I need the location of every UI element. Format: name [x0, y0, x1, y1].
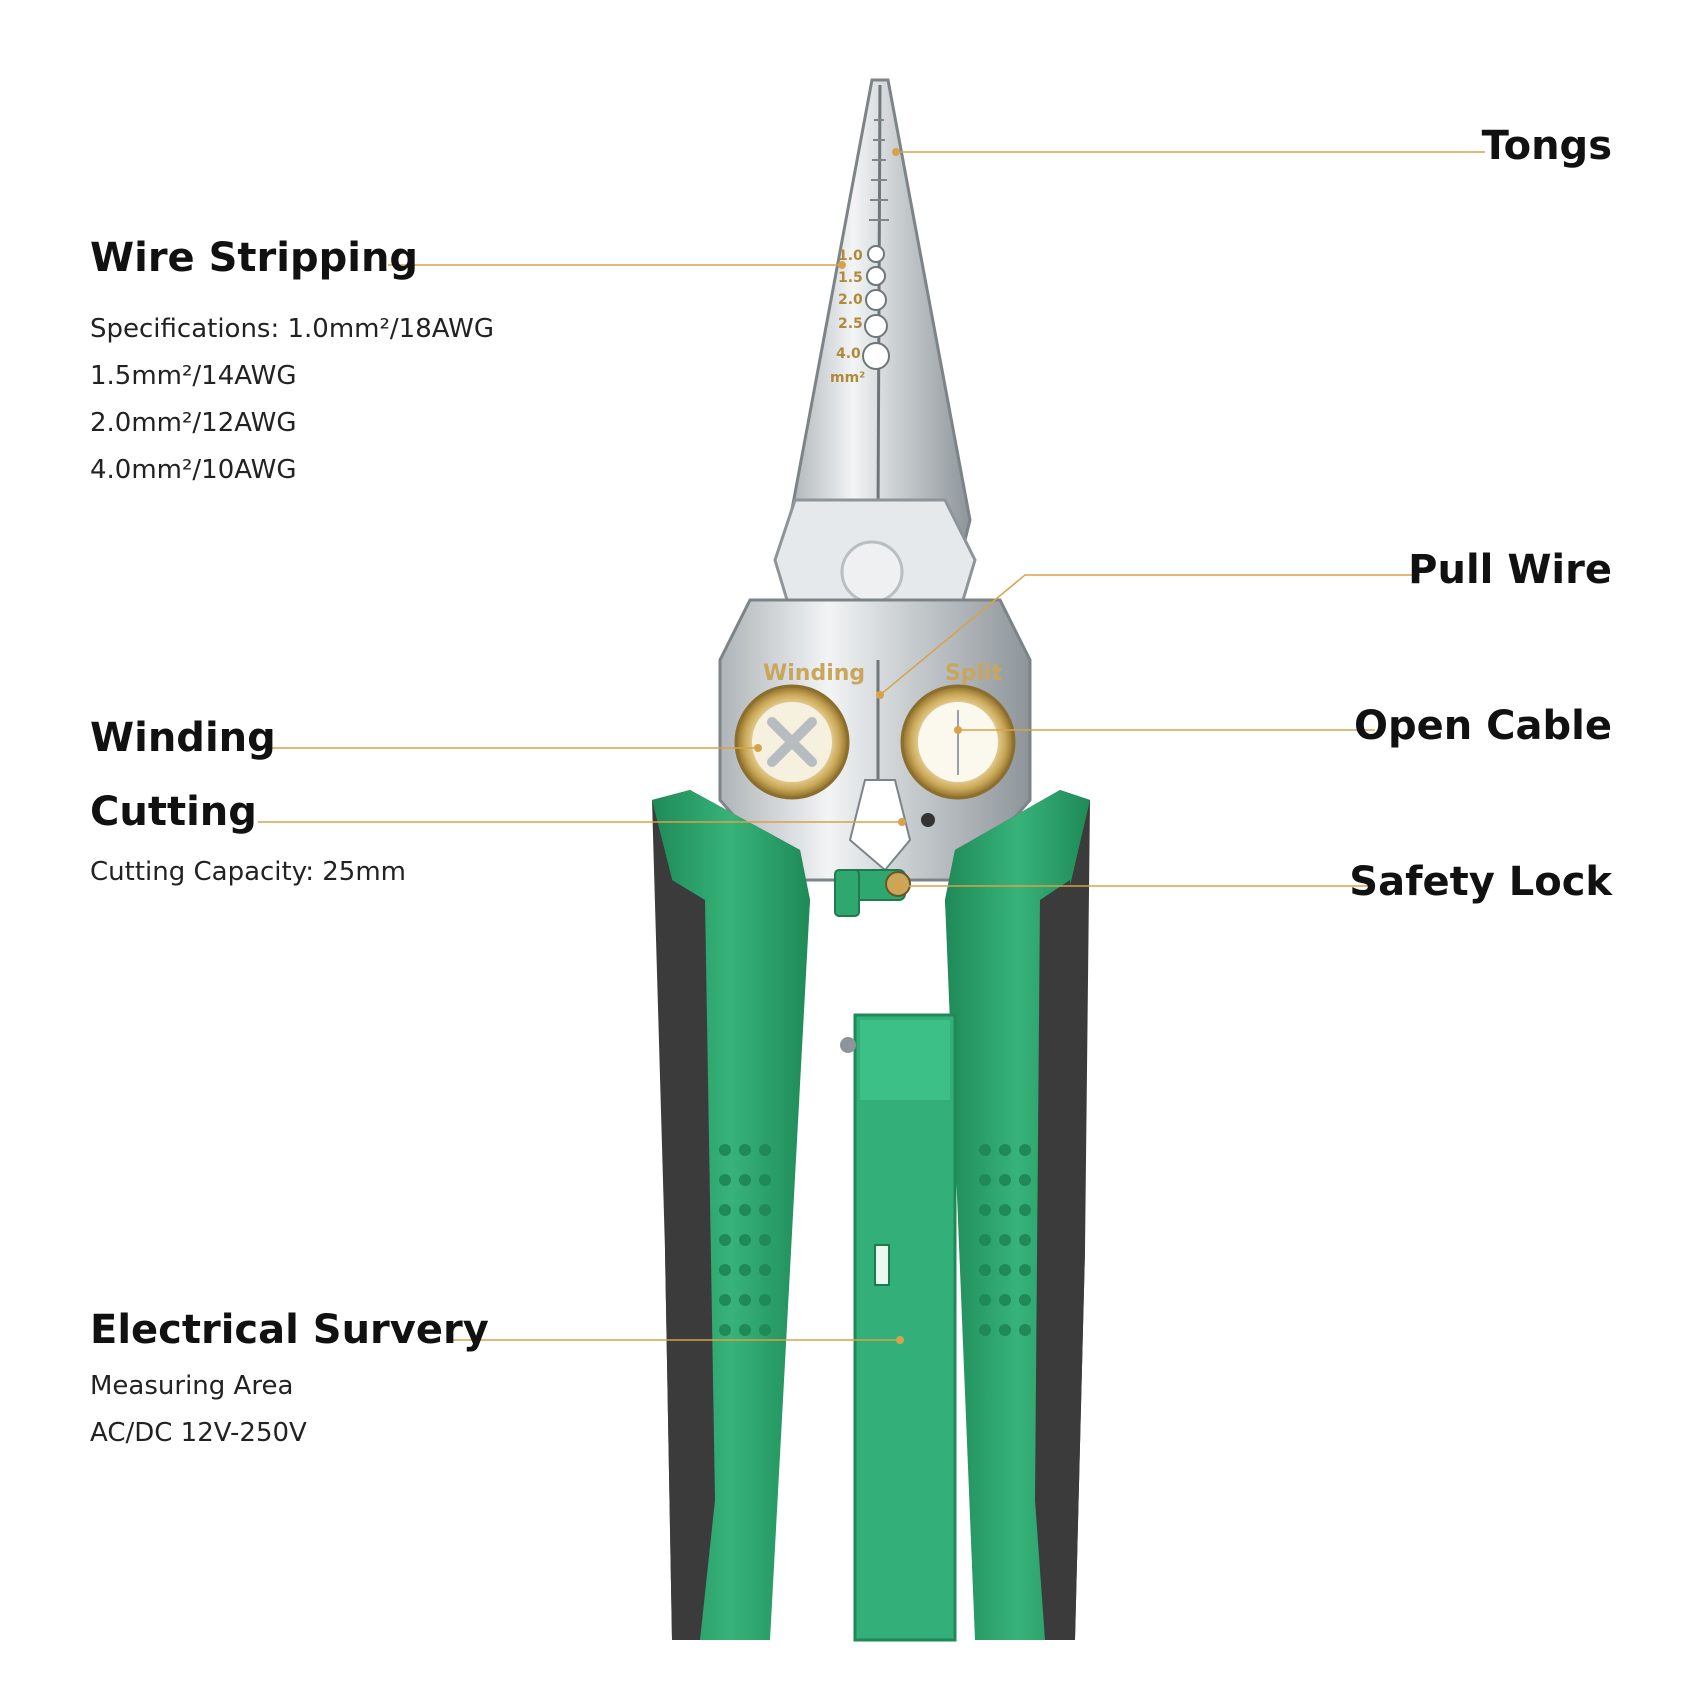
gauge-unit: mm² — [830, 370, 865, 386]
pull-wire-title: Pull Wire — [1408, 547, 1612, 593]
cutter-notch — [848, 779, 912, 872]
electrical-survey-desc-1: Measuring Area — [90, 1371, 294, 1401]
gauge-2-0: 2.0 — [838, 292, 863, 308]
head-rivet — [921, 813, 935, 827]
wire-stripping-spec-4: 4.0mm²/10AWG — [90, 455, 297, 485]
open-cable-title: Open Cable — [1354, 703, 1612, 749]
cutting-desc: Cutting Capacity: 25mm — [90, 857, 406, 887]
gauge-2-5: 2.5 — [838, 316, 863, 332]
wire-stripping-spec-2: 1.5mm²/14AWG — [90, 361, 297, 391]
right-grip-dots — [979, 1144, 1031, 1336]
leader-pull-wire — [879, 574, 1420, 696]
safety-lock-title: Safety Lock — [1349, 859, 1612, 905]
pivot-screw — [840, 540, 904, 604]
winding-ring — [734, 684, 850, 800]
gauge-1-5: 1.5 — [838, 270, 863, 286]
tongs-title: Tongs — [1481, 123, 1612, 169]
nose-teeth — [869, 119, 889, 221]
wire-stripping-title: Wire Stripping — [90, 235, 419, 281]
wire-stripping-spec-1: Specifications: 1.0mm²/18AWG — [90, 314, 494, 344]
gauge-1-0: 1.0 — [838, 248, 863, 264]
right-handle — [945, 790, 1090, 1640]
left-handle — [652, 790, 810, 1640]
leader-endpoints — [754, 148, 962, 1344]
leader-lines — [258, 151, 1485, 1341]
stripping-holes — [862, 245, 890, 370]
cutting-title: Cutting — [90, 789, 257, 835]
gauge-4-0: 4.0 — [836, 346, 861, 362]
voltage-tester — [840, 1013, 957, 1642]
electrical-survey-title: Electrical Survery — [90, 1307, 489, 1353]
winding-marking: Winding — [763, 661, 865, 686]
split-marking: Split — [945, 661, 1003, 686]
electrical-survey-desc-2: AC/DC 12V-250V — [90, 1418, 307, 1448]
left-grip-dots — [719, 1144, 771, 1336]
winding-title: Winding — [90, 715, 276, 761]
open-cable-ring — [900, 684, 1016, 800]
wire-stripping-spec-3: 2.0mm²/12AWG — [90, 408, 297, 438]
pliers-tool: 1.0 1.5 2.0 2.5 4.0 mm² Winding Split — [652, 78, 1090, 1642]
gauge-markings: 1.0 1.5 2.0 2.5 4.0 mm² — [830, 248, 865, 386]
safety-lock — [834, 869, 911, 917]
